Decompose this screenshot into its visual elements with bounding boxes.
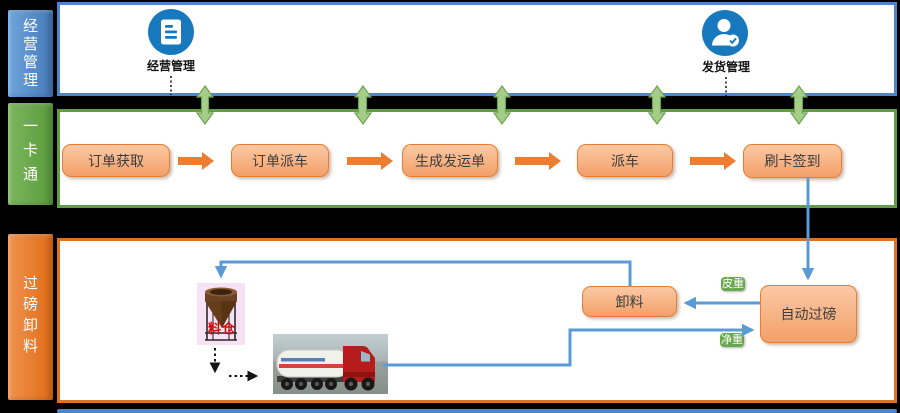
tare-weight-badge: 皮重 <box>721 277 745 291</box>
step-dispatch-truck: 派车 <box>577 144 673 177</box>
shipping-management-label: 发货管理 <box>701 60 750 74</box>
silo-label: 料仓 <box>207 322 236 337</box>
node-auto-weigh: 自动过磅 <box>760 285 857 343</box>
step-order-acquire: 订单获取 <box>62 144 170 177</box>
node-unload: 卸料 <box>582 286 677 317</box>
lane-management-band <box>57 2 897 96</box>
next-band-edge <box>57 409 897 413</box>
lane-tab-management: 经营管理 <box>8 10 53 97</box>
truck-image <box>273 334 388 398</box>
document-icon <box>148 9 194 55</box>
net-weight-badge: 净重 <box>720 333 744 347</box>
step-create-shipment: 生成发运单 <box>402 144 498 177</box>
lane-tab-onecard: 一卡通 <box>8 103 53 205</box>
step-card-signin: 刷卡签到 <box>743 144 842 178</box>
lane-tab-weighing: 过磅卸料 <box>8 234 53 400</box>
business-management-label: 经营管理 <box>146 59 195 73</box>
silo-image <box>197 283 245 349</box>
person-badge-icon <box>702 10 748 56</box>
step-order-dispatch: 订单派车 <box>231 144 329 177</box>
